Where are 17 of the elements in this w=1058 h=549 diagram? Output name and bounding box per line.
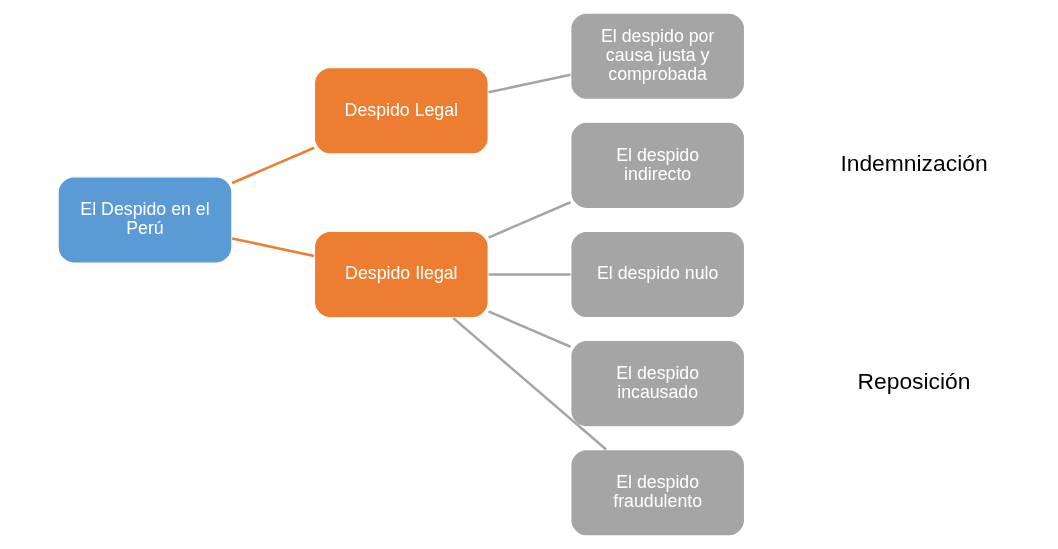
node-box: El despido indirecto xyxy=(569,121,745,210)
connector xyxy=(487,73,571,94)
node-box: El despido fraudulento xyxy=(569,449,745,537)
node-box: El despido por causa justa y comprobada xyxy=(569,12,745,100)
label: Reposición xyxy=(857,368,970,395)
connector xyxy=(487,310,571,348)
connector xyxy=(231,237,314,258)
node-box: Despido Legal xyxy=(313,67,489,155)
node-box: Despido Ilegal xyxy=(313,230,489,319)
label: Indemnización xyxy=(839,149,988,176)
connector xyxy=(452,317,607,451)
connector xyxy=(231,146,315,185)
node-box: El despido nulo xyxy=(569,230,745,319)
node-box: El Despido en el Perú xyxy=(56,176,233,264)
connector xyxy=(487,201,571,239)
node-box: El despido incausado xyxy=(569,339,745,428)
connector xyxy=(488,273,571,276)
